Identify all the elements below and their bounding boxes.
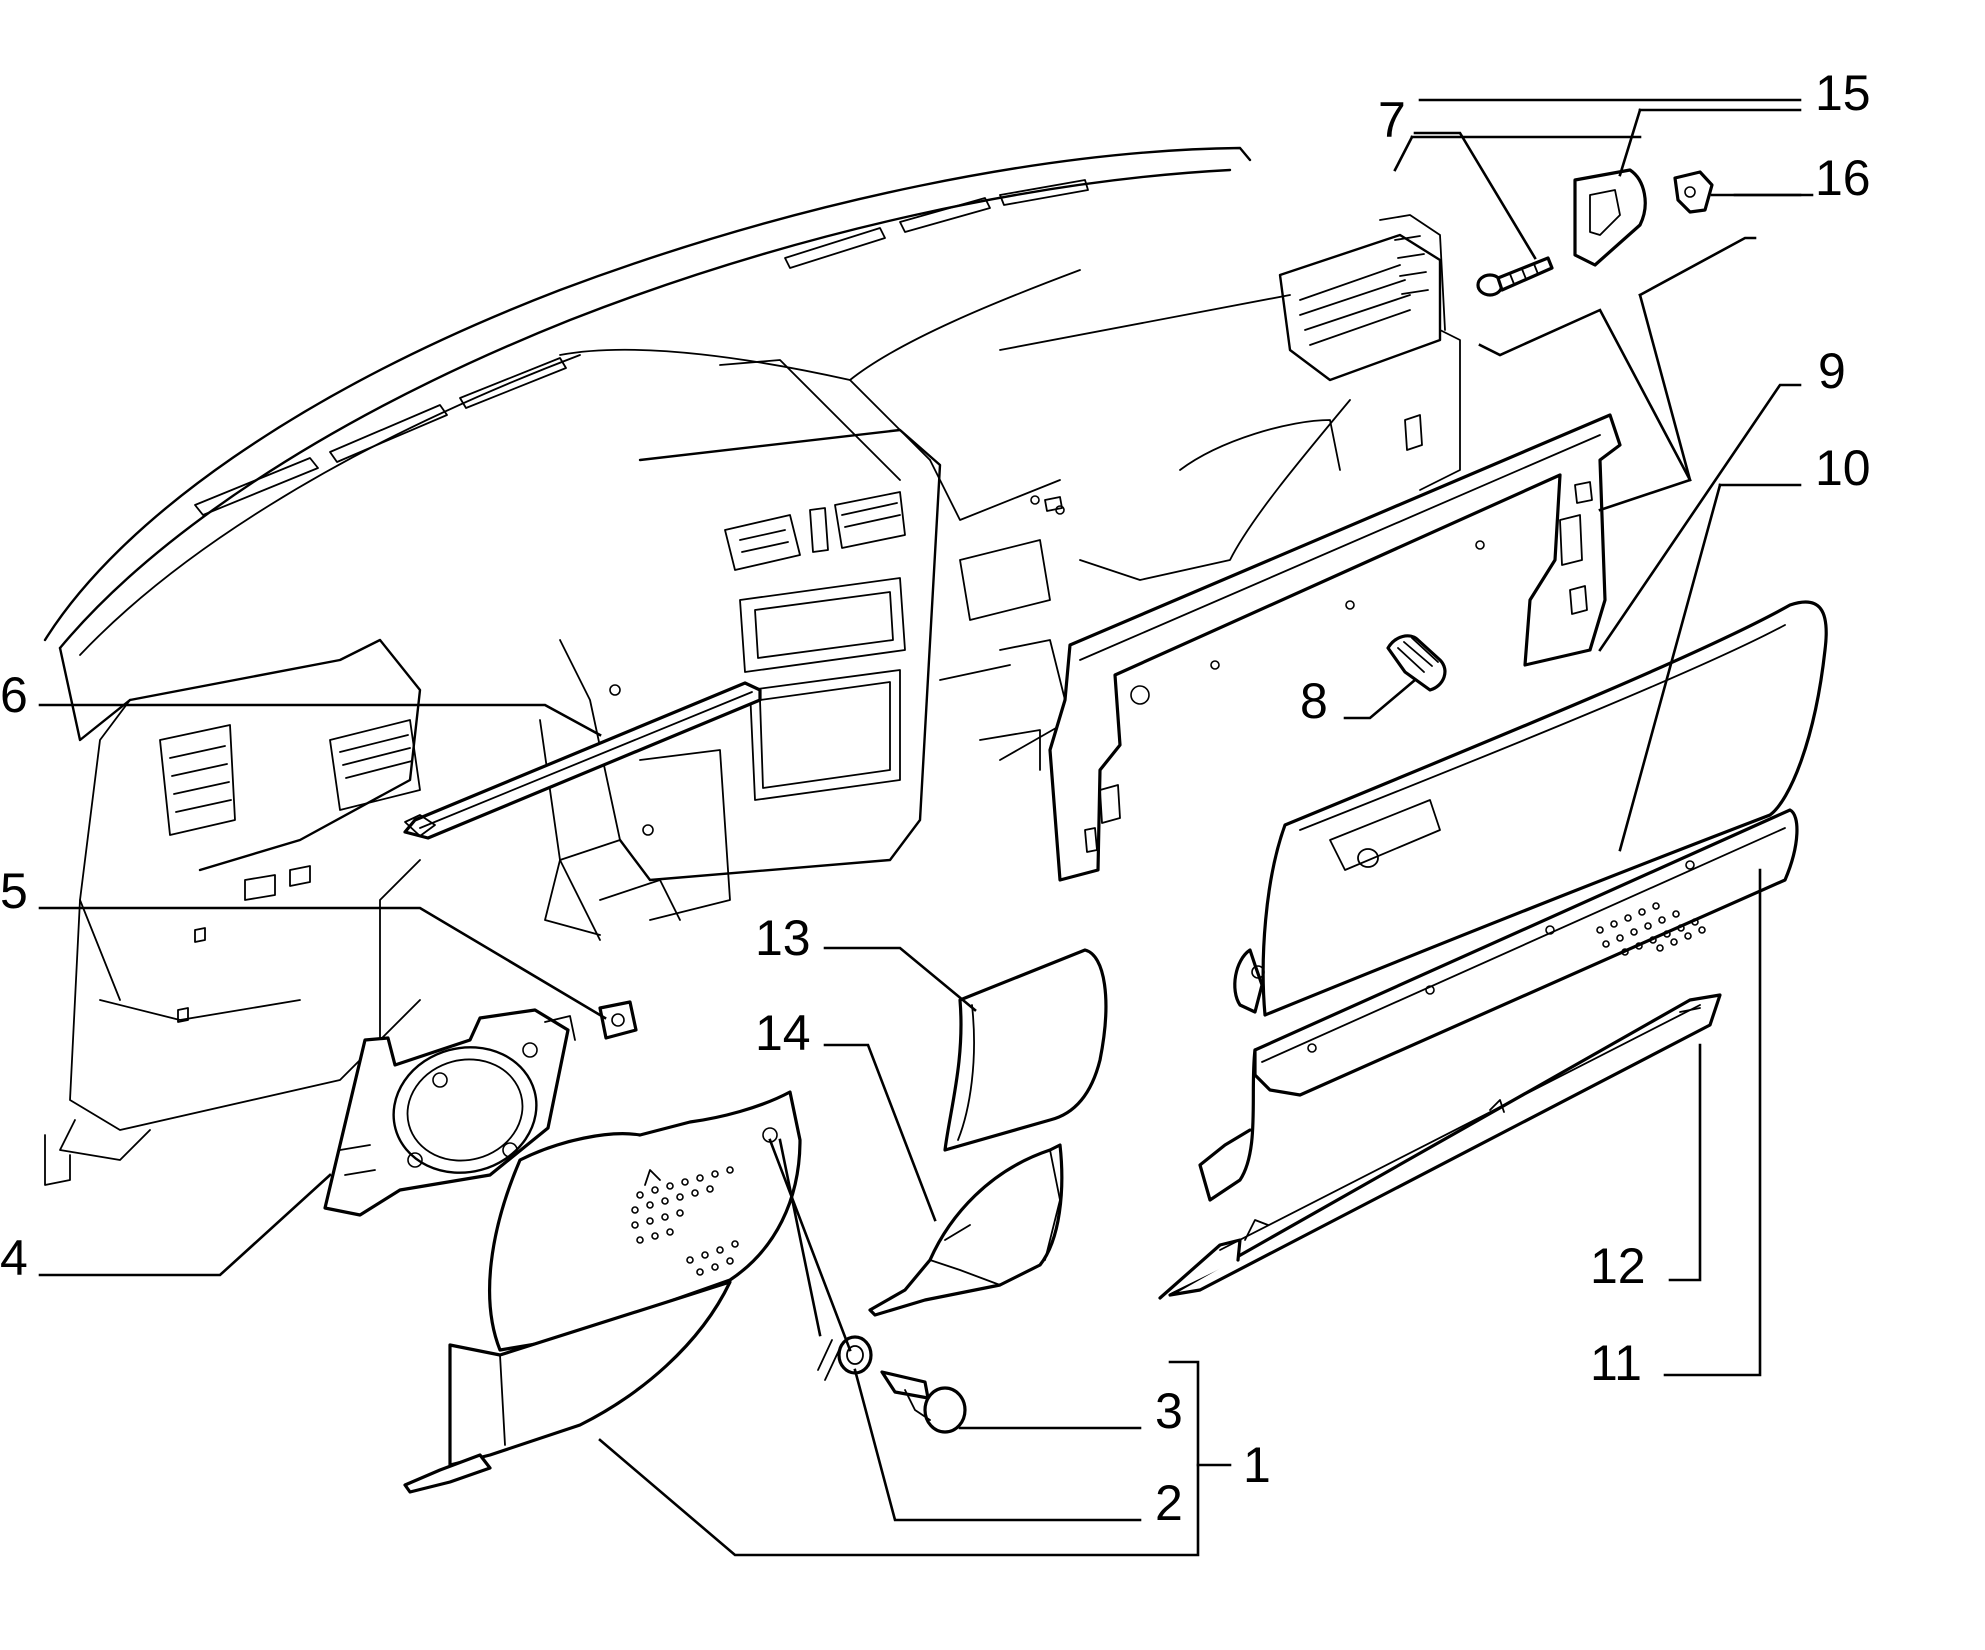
part-9-mounting-frame [1048, 413, 1622, 882]
callout-8: 8 [1300, 673, 1328, 729]
callout-9: 9 [1818, 343, 1846, 399]
callout-14: 14 [755, 1005, 811, 1061]
part-4-speaker-frame [323, 1008, 576, 1217]
callout-4: 4 [0, 1230, 28, 1286]
part-8-bump-stop [1386, 634, 1447, 692]
callout-10: 10 [1815, 440, 1871, 496]
part-11-vent-pattern [1596, 902, 1706, 956]
callout-5: 5 [0, 863, 28, 919]
callout-2: 2 [1155, 1475, 1183, 1531]
callout-6: 6 [0, 667, 28, 723]
part-1-glove-box-lower [403, 1090, 802, 1494]
dashboard-outline [43, 146, 1461, 1186]
part-2-grommet [817, 1335, 873, 1381]
part-13-side-panel [943, 948, 1108, 1152]
callout-11: 11 [1590, 1335, 1642, 1391]
part-5-clip [598, 1000, 638, 1040]
callout-7: 7 [1378, 92, 1406, 148]
callout-labels: 1 2 3 4 5 6 7 8 9 10 11 12 13 14 15 16 [0, 65, 1871, 1531]
part-12-lower-strip [1158, 993, 1722, 1300]
part-10-glove-box-lid [1233, 600, 1828, 1017]
leader-lines [38, 98, 1814, 1557]
callout-16: 16 [1815, 150, 1871, 206]
part-6-trim-strip [403, 681, 762, 840]
part-14-bracket [868, 1143, 1064, 1317]
part-15-latch [1573, 168, 1647, 267]
part-7-screw [1476, 256, 1554, 297]
callout-1: 1 [1243, 1437, 1271, 1493]
callout-15: 15 [1815, 65, 1871, 121]
part-11-inner-tray [1198, 808, 1799, 1202]
part-16-clip [1673, 170, 1714, 214]
part-1-vent-pattern [631, 1166, 739, 1276]
callout-13: 13 [755, 910, 811, 966]
callout-3: 3 [1155, 1383, 1183, 1439]
part-3-push-pin [880, 1370, 967, 1434]
callout-12: 12 [1590, 1238, 1646, 1294]
